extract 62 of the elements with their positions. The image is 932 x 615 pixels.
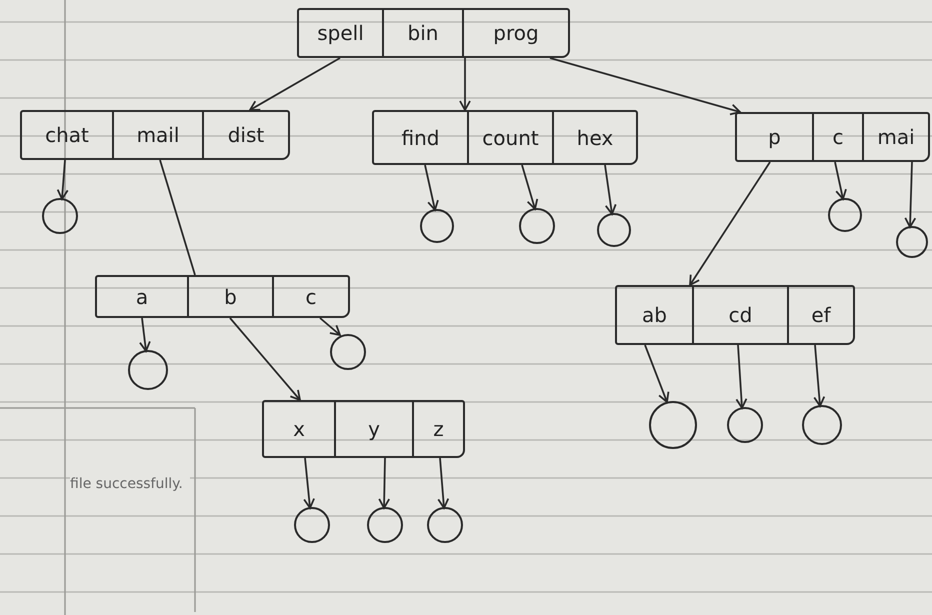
directory-entry: ef (787, 287, 853, 343)
directory-entry: y (334, 402, 412, 456)
file-circle (427, 507, 463, 543)
file-circle (802, 405, 842, 445)
directory-box (297, 8, 570, 58)
directory-entry: find (374, 112, 467, 163)
directory-entry: z (412, 402, 463, 456)
directory-entry: x (264, 402, 334, 456)
directory-entry: cd (692, 287, 787, 343)
arrow (303, 458, 315, 509)
arrow (904, 162, 916, 228)
directory-entry: count (467, 112, 552, 163)
arrow (319, 317, 341, 336)
arrow (604, 164, 617, 215)
directory-box (372, 110, 638, 165)
file-circle (294, 507, 330, 543)
directory-entry: a (97, 277, 187, 316)
directory-entry: p (737, 114, 812, 160)
arrow (521, 164, 538, 210)
arrow (229, 317, 301, 401)
arrow (139, 318, 151, 352)
file-circle (367, 507, 403, 543)
arrow (424, 164, 439, 211)
arrow (689, 162, 771, 286)
file-circle (519, 208, 555, 244)
directory-entry: c (812, 114, 862, 160)
directory-entry: b (187, 277, 272, 316)
directory-entry: ab (617, 287, 692, 343)
arrow (249, 57, 340, 111)
file-circle (42, 198, 78, 234)
arrow (56, 160, 69, 200)
arrow (813, 344, 826, 407)
arrow (459, 58, 471, 111)
directory-box (615, 285, 855, 345)
file-circle (828, 198, 862, 232)
directory-box (20, 110, 290, 160)
arrow (437, 458, 450, 509)
arrow (550, 57, 741, 116)
note-text: file successfully. (70, 476, 190, 492)
directory-entry: bin (382, 10, 462, 56)
directory-box (262, 400, 465, 458)
file-circle (420, 209, 454, 243)
file-circle (597, 213, 631, 247)
directory-entry: chat (22, 112, 112, 158)
directory-entry: hex (552, 112, 636, 163)
directory-entry: mai (862, 114, 928, 160)
directory-box (95, 275, 350, 318)
file-circle (330, 334, 366, 370)
file-circle (896, 226, 928, 258)
directory-box (735, 112, 930, 162)
arrow (736, 344, 748, 409)
connector-line (159, 160, 196, 276)
directory-entry: spell (299, 10, 382, 56)
arrow (378, 458, 390, 509)
directory-entry: dist (202, 112, 288, 158)
directory-entry: c (272, 277, 348, 316)
file-circle (128, 350, 168, 390)
arrow (644, 344, 670, 403)
directory-entry: prog (462, 10, 568, 56)
directory-entry: mail (112, 112, 202, 158)
file-circle (649, 401, 697, 449)
file-circle (727, 407, 763, 443)
